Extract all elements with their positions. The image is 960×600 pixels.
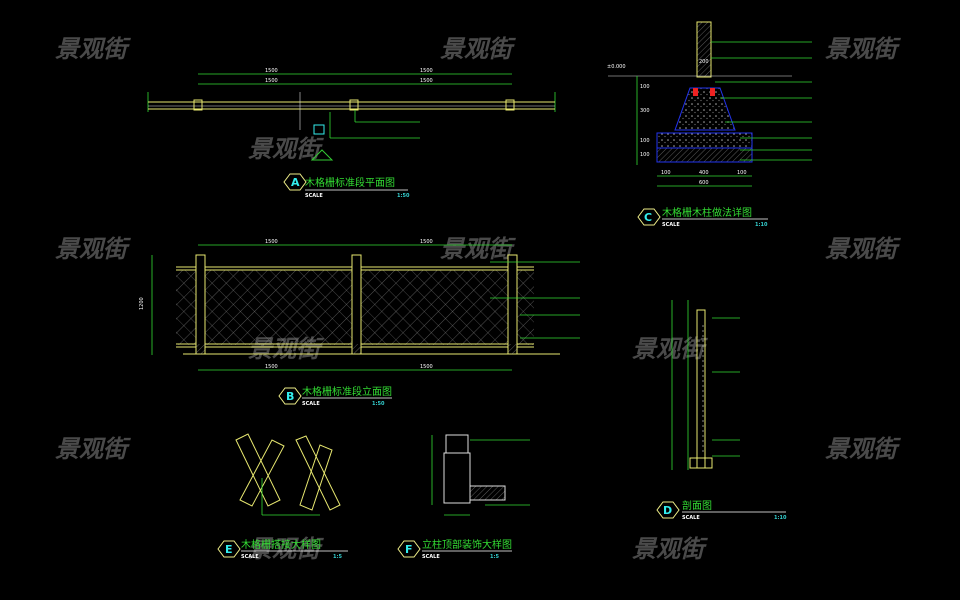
dim-span: 1500	[420, 78, 433, 84]
dim-depth: 300	[640, 108, 650, 114]
tag-hexagon	[283, 173, 307, 191]
drawing-title: 木格栅搭接大样图	[241, 538, 321, 551]
dim-span: 1500	[265, 68, 278, 74]
title-b: B 木格栅标准段立面图 SCALE 1:50	[278, 385, 392, 407]
title-c: C 木格栅木柱做法详图 SCALE 1:10	[637, 206, 768, 228]
watermark: 景观街	[248, 135, 324, 163]
tag-letter: F	[405, 543, 413, 556]
tag-letter: B	[286, 390, 294, 403]
scale-ratio: 1:5	[490, 554, 499, 560]
dim-span: 1500	[265, 239, 278, 245]
dim-depth: 100	[640, 152, 650, 158]
drawing-c-post-detail: ±0.000 200 100 300 100 100 100 400 100 6…	[607, 21, 812, 187]
drawing-e-joint	[235, 433, 341, 516]
watermark: 景观街	[632, 335, 708, 363]
drawing-d-section	[671, 300, 740, 470]
drawing-title: 木格栅标准段立面图	[302, 385, 392, 398]
watermark: 景观街	[440, 35, 516, 63]
watermark: 景观街	[825, 35, 901, 63]
scale-ratio: 1:5	[333, 554, 342, 560]
dim-height: 1200	[139, 297, 145, 310]
watermark: 景观街	[632, 535, 708, 563]
scale-label: SCALE	[305, 193, 323, 199]
scale-ratio: 1:10	[774, 515, 787, 521]
drawing-title: 木格栅标准段平面图	[305, 176, 395, 189]
drawing-title: 立柱顶部装饰大样图	[422, 538, 512, 551]
scale-label: SCALE	[682, 515, 700, 521]
watermark: 景观街	[248, 535, 324, 563]
watermark: 景观街	[825, 435, 901, 463]
title-f: F 立柱顶部装饰大样图 SCALE 1:5	[397, 538, 512, 560]
scale-label: SCALE	[241, 554, 259, 560]
drawing-title: 木格栅木柱做法详图	[662, 206, 752, 219]
watermarks: 景观街 景观街 景观街 景观街 景观街 景观街 景观街 景观街 景观街 景观街 …	[55, 35, 901, 563]
watermark: 景观街	[55, 35, 131, 63]
dim-span: 1500	[265, 78, 278, 84]
tag-letter: C	[644, 211, 652, 224]
tag-letter: D	[663, 504, 672, 517]
dim-base: 400	[699, 170, 709, 176]
dim-span: 1500	[265, 364, 278, 370]
drawing-a-plan: 1500 1500 1500 1500	[147, 68, 556, 161]
dim-depth: 100	[640, 84, 650, 90]
title-d: D 剖面图 SCALE 1:10	[656, 499, 787, 521]
dim-span: 1500	[420, 364, 433, 370]
scale-ratio: 1:10	[755, 222, 768, 228]
dim-depth: 100	[640, 138, 650, 144]
title-e: E 木格栅搭接大样图 SCALE 1:5	[217, 538, 348, 560]
dim-span: 1500	[420, 68, 433, 74]
title-a: A 木格栅标准段平面图 SCALE 1:50	[283, 173, 410, 199]
scale-label: SCALE	[302, 401, 320, 407]
scale-ratio: 1:50	[397, 193, 410, 199]
tag-letter: A	[291, 176, 300, 189]
watermark: 景观街	[55, 235, 131, 263]
drawing-b-elevation: 1500 1500 1200 1500 1500	[139, 239, 580, 371]
scale-ratio: 1:50	[372, 401, 385, 407]
drawing-f-post-top	[431, 434, 530, 516]
level-mark: ±0.000	[607, 64, 626, 70]
watermark: 景观街	[825, 235, 901, 263]
drawing-title: 剖面图	[682, 499, 712, 512]
watermark: 景观街	[440, 235, 516, 263]
dim-post-width: 200	[699, 59, 709, 65]
scale-label: SCALE	[422, 554, 440, 560]
dim-base: 100	[737, 170, 747, 176]
dim-base: 100	[661, 170, 671, 176]
dim-span: 1500	[420, 239, 433, 245]
dim-base: 600	[699, 180, 709, 186]
tag-letter: E	[225, 543, 233, 556]
scale-label: SCALE	[662, 222, 680, 228]
watermark: 景观街	[55, 435, 131, 463]
